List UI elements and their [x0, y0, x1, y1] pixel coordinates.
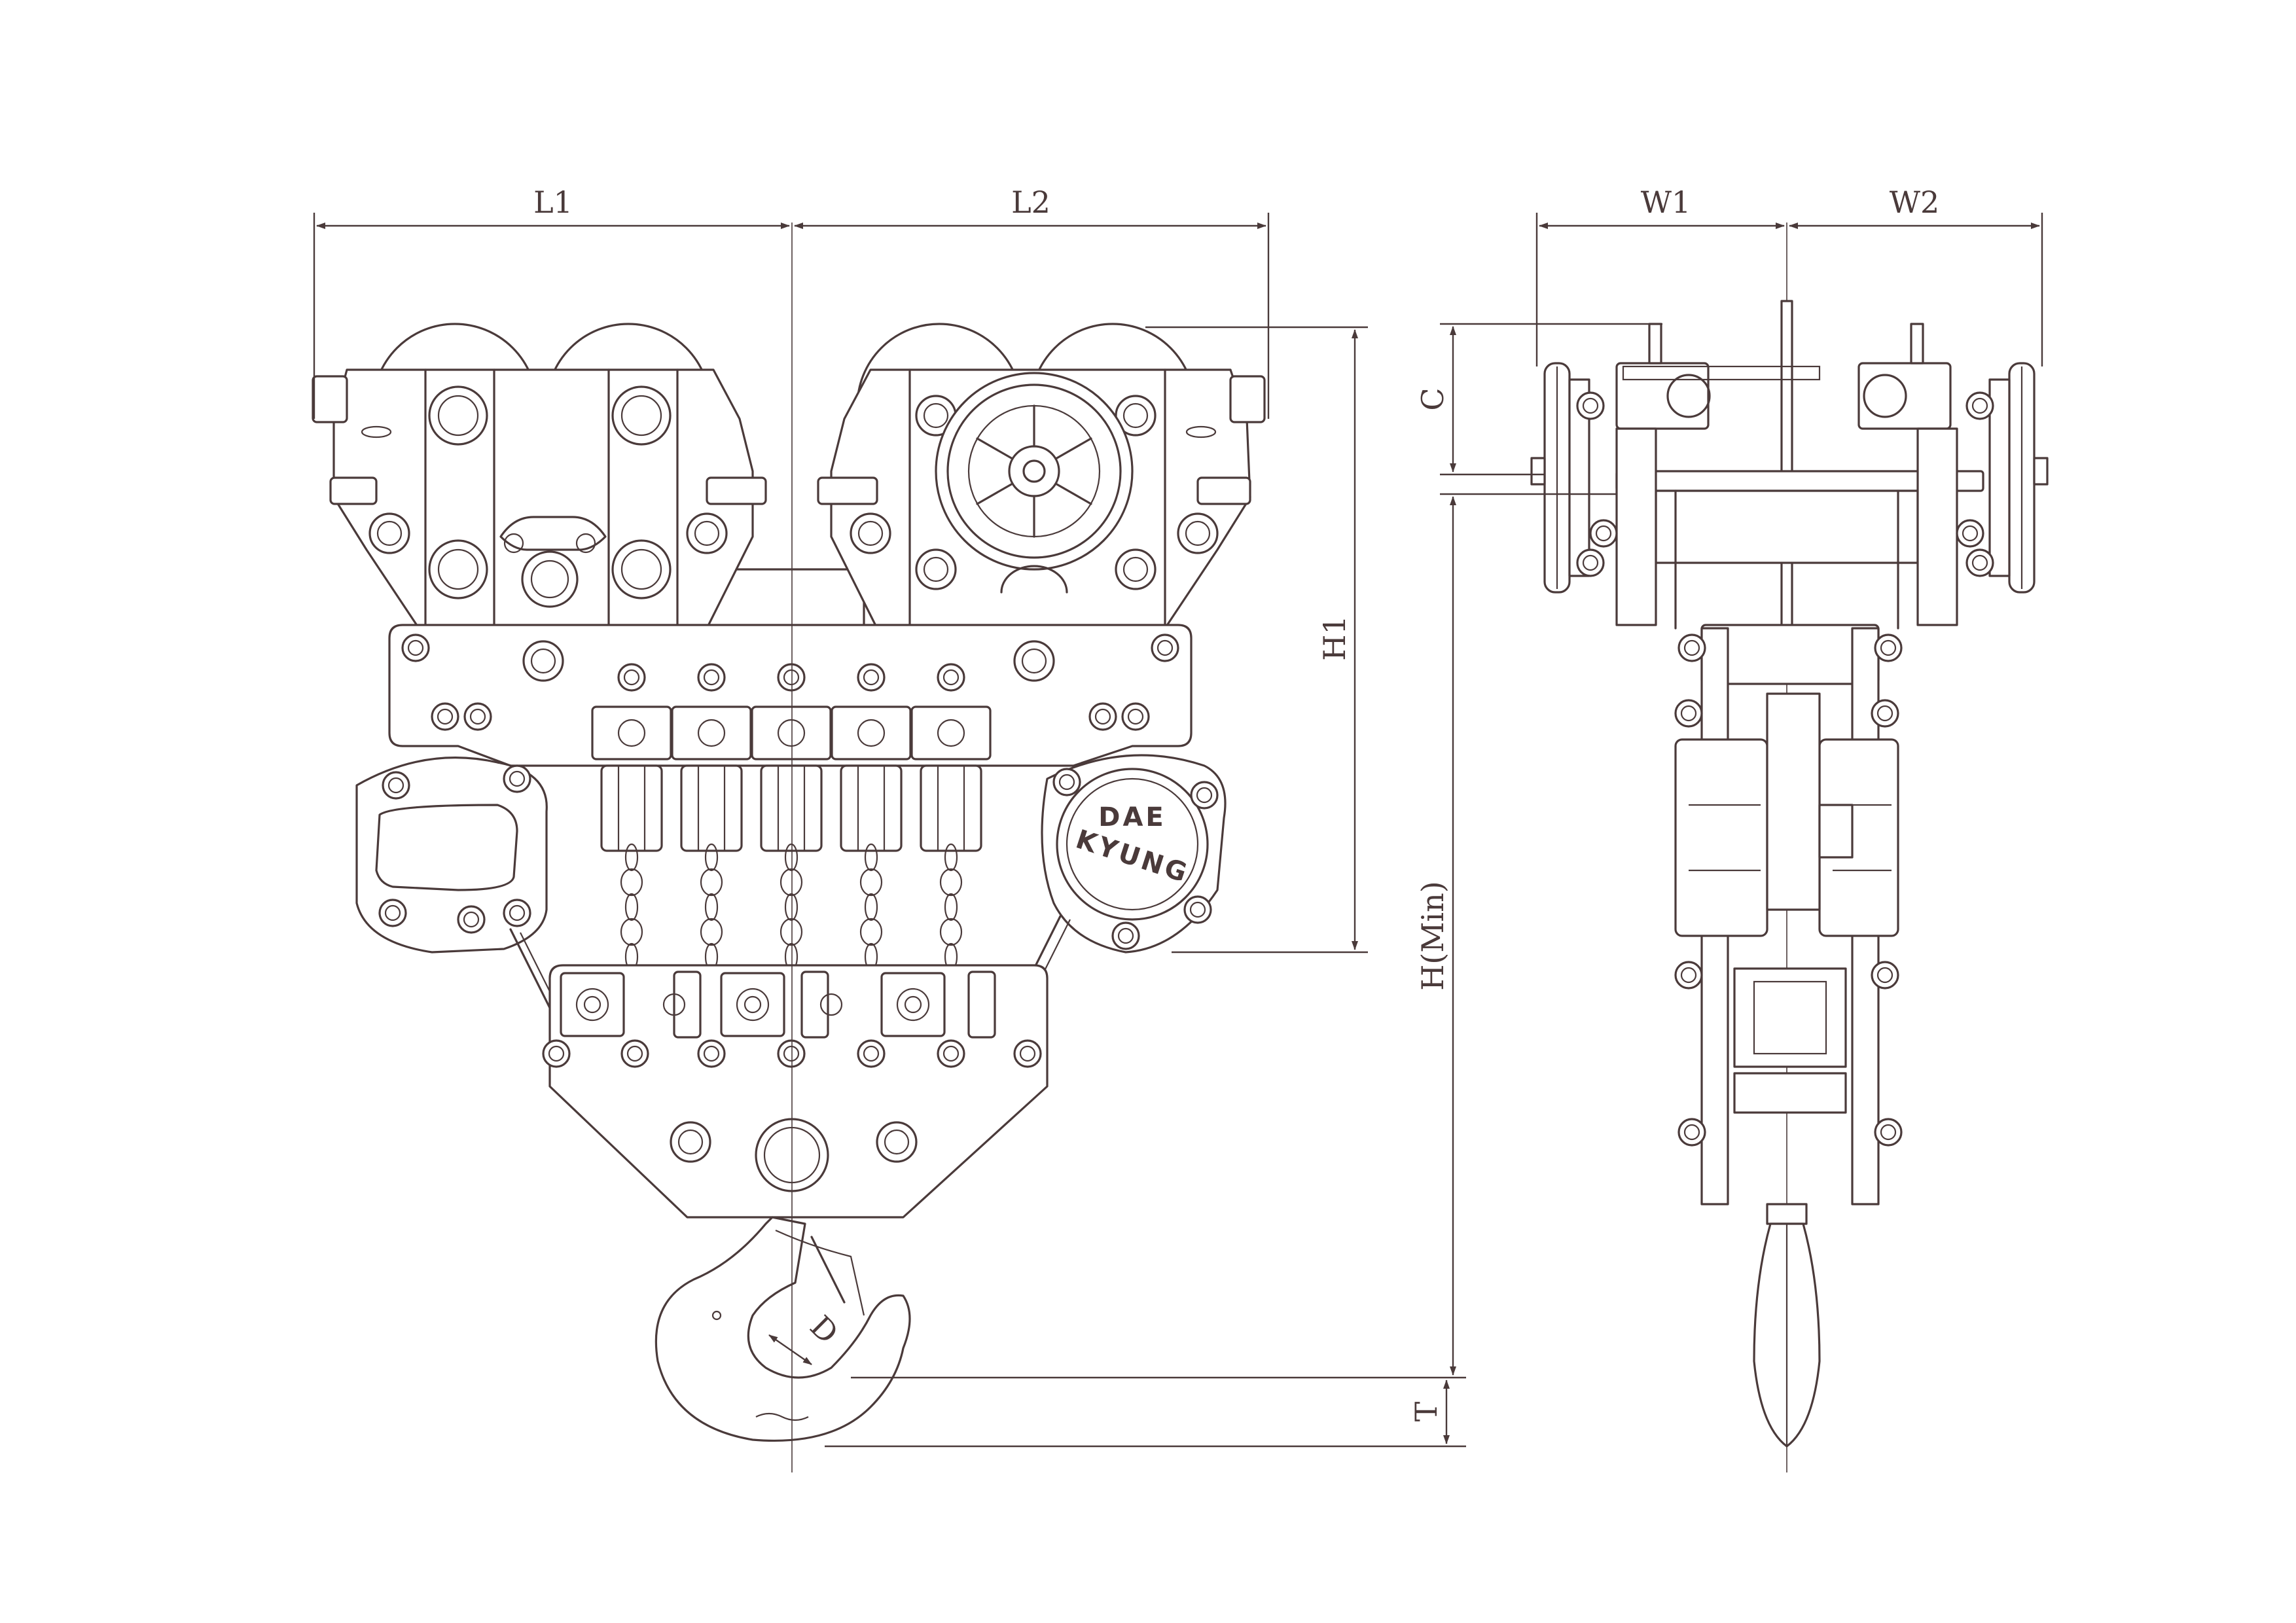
dim-label-L1: L1 [533, 185, 573, 220]
side-dimensions: W1 W2 C H(Min) [1415, 185, 2043, 1376]
right-gear-casing: DAE KYUNG [1007, 754, 1227, 1022]
upper-block-frame [388, 624, 1193, 852]
front-dimensions: L1 L2 H1 T [313, 185, 1466, 1448]
dim-label-T: T [1408, 1401, 1444, 1421]
hand-wheel [935, 372, 1134, 571]
dim-label-L2: L2 [1011, 185, 1050, 220]
right-trolley-housing [817, 368, 1266, 630]
hoist-body-side [1674, 624, 1903, 1205]
hook-side [1753, 1203, 1821, 1448]
lower-block [542, 964, 1049, 1219]
left-trolley-housing [312, 368, 767, 630]
front-view: DAE KYUNG [312, 223, 1266, 1472]
dim-label-H1: H1 [1317, 615, 1352, 660]
trolley-side-frame [1576, 323, 1994, 630]
right-wheel-side [1988, 362, 2049, 594]
dim-label-H: H(Min) [1415, 881, 1450, 990]
dim-label-W1: W1 [1641, 185, 1691, 220]
side-view [1530, 223, 2049, 1472]
dim-label-W2: W2 [1890, 185, 1940, 220]
dim-label-D: D [803, 1309, 845, 1351]
hook: D [655, 1216, 911, 1442]
left-gear-casing [355, 757, 586, 1058]
dim-label-C: C [1415, 387, 1450, 410]
brand-text-line1: DAE [1098, 802, 1166, 832]
